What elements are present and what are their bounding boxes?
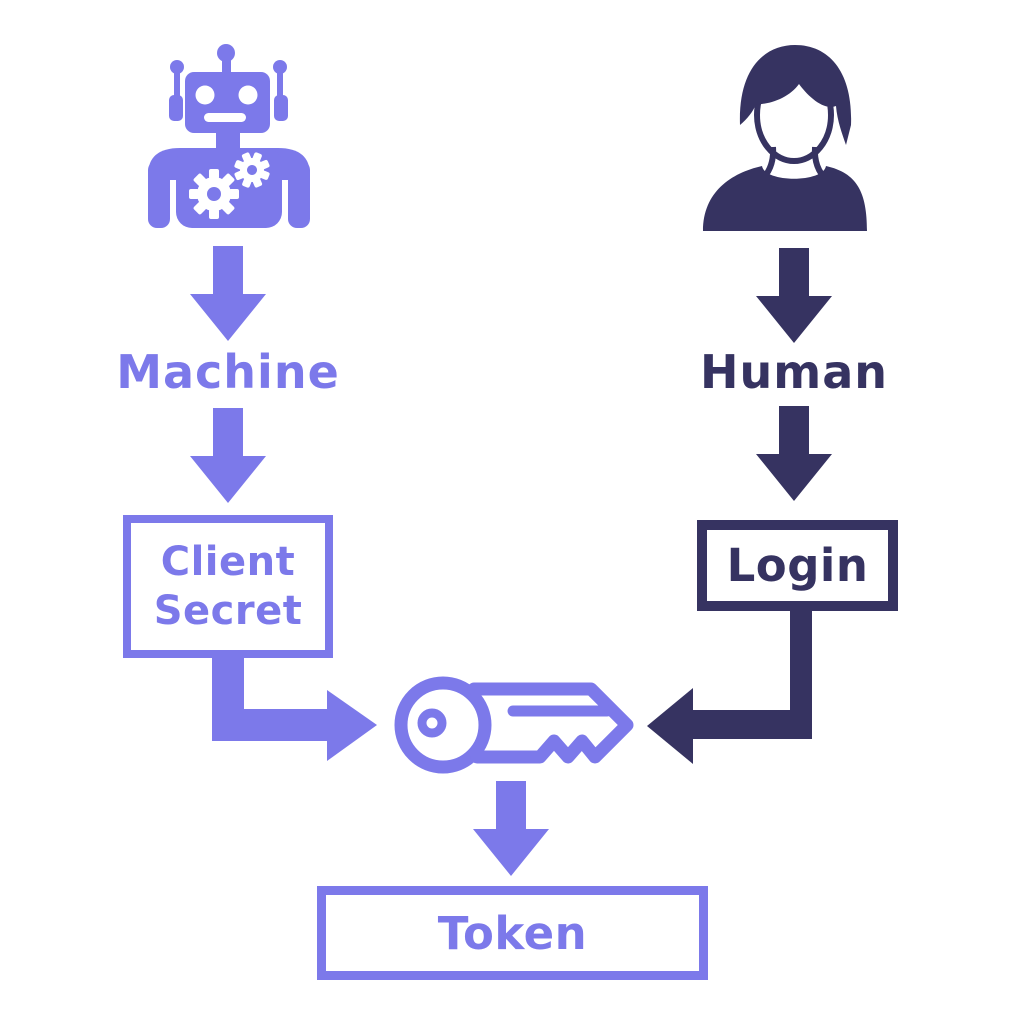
client-secret-box: Client Secret xyxy=(123,515,333,658)
human-down-arrow-2 xyxy=(756,406,832,501)
token-label: Token xyxy=(437,906,588,960)
machine-elbow-arrow xyxy=(212,657,377,761)
person-icon xyxy=(703,45,867,231)
human-label: Human xyxy=(700,345,888,399)
gear-icon-small xyxy=(234,152,270,188)
gear-icon-large xyxy=(189,169,239,219)
robot-icon xyxy=(148,44,310,228)
login-box: Login xyxy=(697,520,898,611)
human-down-arrow-1 xyxy=(756,248,832,343)
machine-down-arrow-1 xyxy=(190,246,266,341)
client-secret-line1: Client xyxy=(160,538,296,585)
token-box: Token xyxy=(317,886,708,980)
key-icon xyxy=(394,676,634,774)
machine-down-arrow-2 xyxy=(190,408,266,503)
machine-label: Machine xyxy=(116,345,340,399)
client-secret-line2: Secret xyxy=(153,587,303,634)
key-down-arrow xyxy=(473,781,549,876)
login-label: Login xyxy=(726,539,869,592)
human-elbow-arrow xyxy=(647,611,812,764)
